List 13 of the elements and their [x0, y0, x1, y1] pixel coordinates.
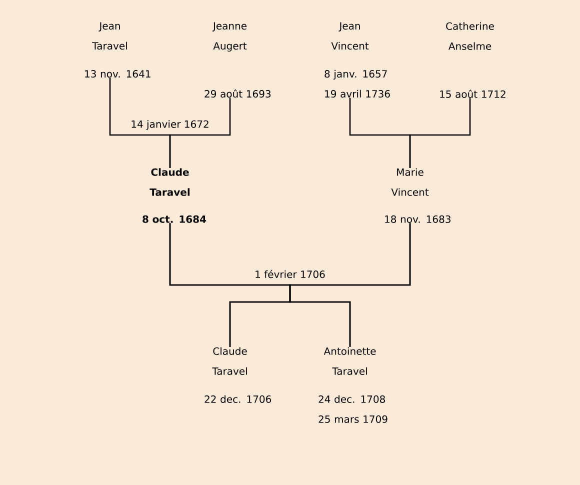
connector-line — [289, 223, 411, 347]
person-entry: Claude Taravel 8 oct. 1684 — [142, 168, 206, 223]
edge-label: 14 janvier 1672 — [130, 119, 210, 131]
connector-line — [409, 98, 471, 168]
person-entry: Catherine Anselme 15 août 1712 — [440, 22, 506, 98]
connector-line — [169, 98, 231, 168]
person-entry: Claude Taravel 22 dec. 1706 — [204, 347, 272, 403]
person-entry: Jean Taravel 13 nov. 1641 — [85, 22, 150, 78]
person-entry: Marie Vincent 18 nov. 1683 — [385, 168, 450, 223]
person-entry: Jeanne Augert 29 août 1693 — [204, 22, 271, 98]
person-entry: Jean Vincent 8 janv. 1657 19 avril 1736 — [324, 22, 390, 98]
person-entry: Antoinette Taravel 24 dec. 1708 25 mars 1709 — [318, 347, 388, 423]
edge-label: 1 février 1706 — [254, 268, 326, 280]
